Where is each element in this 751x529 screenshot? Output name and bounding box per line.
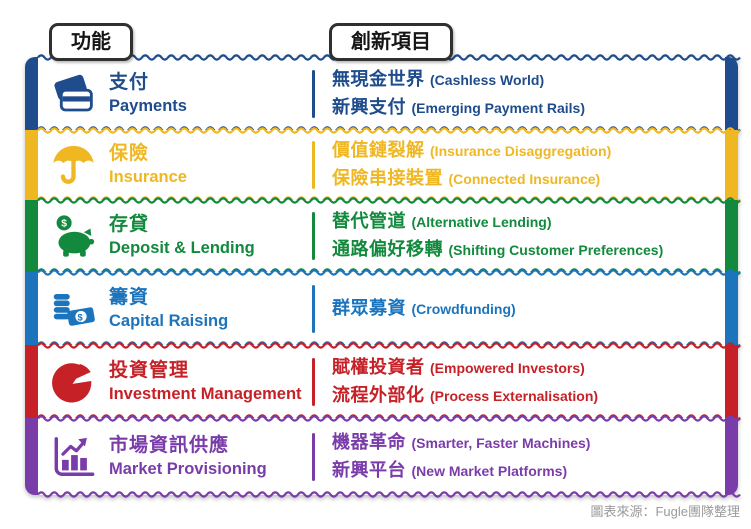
column-divider bbox=[312, 69, 315, 118]
column-divider bbox=[312, 284, 315, 333]
function-title-en: Insurance bbox=[109, 168, 187, 186]
svg-text:$: $ bbox=[61, 219, 67, 230]
column-label-function: 功能 bbox=[49, 23, 133, 61]
column-divider bbox=[312, 212, 315, 260]
function-titles: 保險 Insurance bbox=[109, 142, 187, 188]
function-title-zh: 投資管理 bbox=[109, 359, 190, 381]
function-titles: 存貸 Deposit & Lending bbox=[109, 213, 255, 259]
column-divider bbox=[312, 357, 315, 406]
function-title-zh: 市場資訊供應 bbox=[109, 434, 230, 456]
innovation-item: 機器革命 (Smarter, Faster Machines) bbox=[332, 431, 591, 452]
innovation-item: 新興平台 (New Market Platforms) bbox=[332, 459, 568, 480]
innovation-item: 保險串接裝置 (Connected Insurance) bbox=[332, 168, 601, 188]
function-title-zh: 存貸 bbox=[109, 214, 150, 235]
function-titles: 支付 Payments bbox=[109, 71, 187, 117]
innovation-items: 價值鏈裂解 (Insurance Disaggregation) 保險串接裝置 … bbox=[315, 139, 611, 191]
innovation-items: 無現金世界 (Cashless World) 新興支付 (Emerging Pa… bbox=[315, 68, 585, 120]
innovation-items: 賦權投資者 (Empowered Investors) 流程外部化 (Proce… bbox=[315, 356, 598, 408]
coins-money-icon: $ bbox=[50, 286, 97, 332]
function-title-en: Deposit & Lending bbox=[109, 239, 255, 257]
row-insurance: 保險 Insurance 價值鏈裂解 (Insurance Disaggrega… bbox=[25, 127, 741, 203]
function-cell: 保險 Insurance bbox=[38, 142, 312, 188]
row-deposit-lending: $ 存貸 Deposit & Lending 替代管道 (Alternative… bbox=[25, 197, 741, 275]
function-title-zh: 支付 bbox=[109, 71, 150, 93]
function-cell: $ 存貸 Deposit & Lending bbox=[38, 213, 312, 259]
innovation-item: 替代管道 (Alternative Lending) bbox=[332, 211, 552, 231]
function-titles: 市場資訊供應 Market Provisioning bbox=[109, 434, 267, 480]
piggy-bank-icon: $ bbox=[50, 213, 97, 259]
wavy-border-bottom bbox=[37, 491, 741, 498]
row-investment-management: 投資管理 Investment Management 賦權投資者 (Empowe… bbox=[25, 342, 741, 421]
innovation-item: 價值鏈裂解 (Insurance Disaggregation) bbox=[332, 140, 612, 160]
function-titles: 籌資 Capital Raising bbox=[109, 286, 228, 332]
innovation-items: 替代管道 (Alternative Lending) 通路偏好移轉 (Shift… bbox=[315, 210, 663, 262]
function-title-en: Investment Management bbox=[109, 384, 302, 403]
umbrella-icon bbox=[50, 142, 97, 188]
innovation-item: 新興支付 (Emerging Payment Rails) bbox=[332, 96, 586, 117]
innovation-items: 機器革命 (Smarter, Faster Machines) 新興平台 (Ne… bbox=[315, 431, 590, 483]
innovation-item: 群眾募資 (Crowdfunding) bbox=[332, 297, 516, 318]
innovation-item: 流程外部化 (Process Externalisation) bbox=[332, 384, 599, 405]
pie-chart-icon bbox=[50, 359, 97, 405]
column-label-innovation: 創新項目 bbox=[329, 23, 453, 61]
column-divider bbox=[312, 141, 315, 189]
bar-chart-arrow-icon bbox=[50, 434, 97, 480]
innovation-items: 群眾募資 (Crowdfunding) bbox=[315, 297, 516, 321]
function-cell: 投資管理 Investment Management bbox=[38, 359, 312, 405]
innovation-item: 無現金世界 (Cashless World) bbox=[332, 68, 545, 89]
function-cell: $ 籌資 Capital Raising bbox=[38, 286, 312, 332]
innovation-item: 賦權投資者 (Empowered Investors) bbox=[332, 356, 585, 377]
row-payments: 支付 Payments 無現金世界 (Cashless World) 新興支付 … bbox=[25, 54, 741, 133]
column-divider bbox=[312, 432, 315, 481]
row-market-provisioning: 市場資訊供應 Market Provisioning 機器革命 (Smarter… bbox=[25, 415, 741, 498]
function-cell: 市場資訊供應 Market Provisioning bbox=[38, 434, 312, 480]
function-cell: 支付 Payments bbox=[38, 71, 312, 117]
credit-cards-icon bbox=[50, 71, 97, 117]
source-credit: 圖表來源：Fugle團隊整理 bbox=[590, 504, 740, 519]
function-title-en: Capital Raising bbox=[109, 311, 229, 330]
function-title-zh: 籌資 bbox=[109, 286, 150, 308]
function-title-zh: 保險 bbox=[109, 143, 150, 164]
rows-panel: 支付 Payments 無現金世界 (Cashless World) 新興支付 … bbox=[25, 54, 741, 498]
svg-text:$: $ bbox=[77, 311, 83, 322]
row-capital-raising: $ 籌資 Capital Raising 群眾募資 (Crowdfunding) bbox=[25, 269, 741, 348]
function-title-en: Market Provisioning bbox=[109, 459, 267, 478]
function-titles: 投資管理 Investment Management bbox=[109, 359, 302, 405]
function-title-en: Payments bbox=[109, 96, 187, 115]
innovation-item: 通路偏好移轉 (Shifting Customer Preferences) bbox=[332, 239, 664, 259]
